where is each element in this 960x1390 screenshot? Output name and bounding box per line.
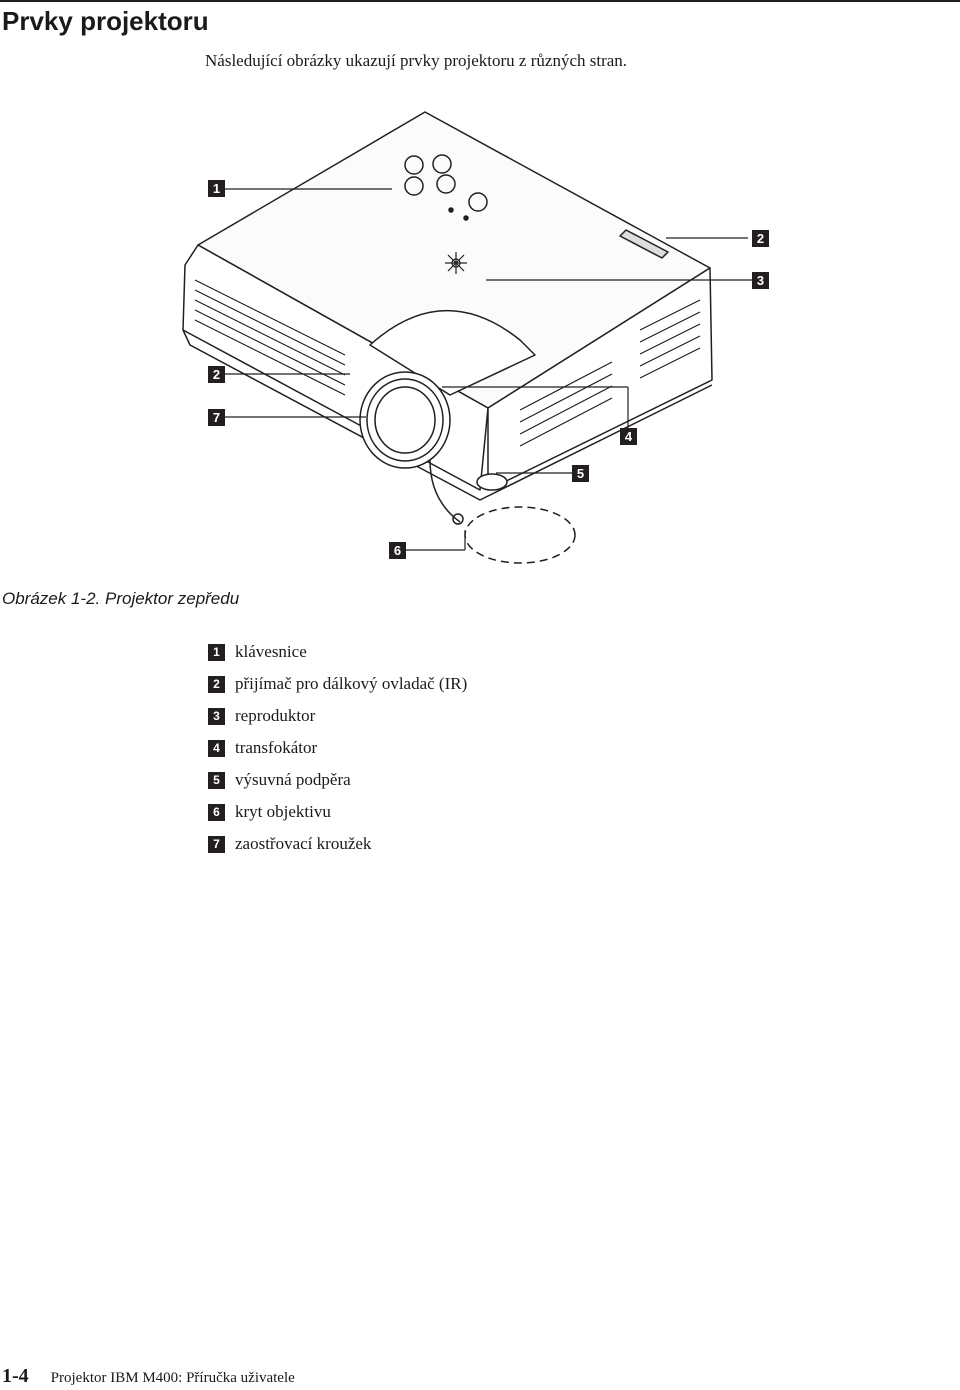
intro-paragraph: Následující obrázky ukazují prvky projek… [205,51,628,70]
legend-text: kryt objektivu [235,802,331,821]
legend-number: 7 [208,835,225,853]
callout-3: 3 [752,272,769,289]
legend-number: 3 [208,707,225,725]
legend-item: 3 reproduktor [208,700,467,732]
legend-item: 6 kryt objektivu [208,796,467,828]
callout-2-front: 2 [208,366,225,383]
ir-receiver-icon [619,229,669,259]
legend-number: 6 [208,803,225,821]
svg-text:5: 5 [577,466,584,481]
legend-text: reproduktor [235,706,316,725]
left-vents-icon [194,279,346,396]
legend-text: klávesnice [235,642,307,661]
callout-7: 7 [208,409,225,426]
callout-1: 1 [208,180,225,197]
svg-text:7: 7 [213,410,220,425]
legend-item: 7 zaostřovací kroužek [208,828,467,860]
lens-barrel [369,309,536,396]
svg-text:2: 2 [757,231,764,246]
footer-text: Projektor IBM M400: Příručka uživatele [50,1370,295,1386]
right-vents-icon [639,299,701,379]
front-vents-icon [519,361,613,447]
top-rule [0,0,960,2]
svg-text:6: 6 [394,543,401,558]
legend-text: zaostřovací kroužek [235,834,372,853]
foot-icon [476,473,508,491]
callout-6: 6 [389,542,406,559]
keypad-icon [404,154,488,221]
page-footer: 1-4 Projektor IBM M400: Příručka uživate… [0,1365,295,1388]
callout-5: 5 [572,465,589,482]
callout-4: 4 [620,428,637,445]
legend-number: 5 [208,771,225,789]
lens-cap-icon [464,506,576,564]
page-number: 1-4 [2,1365,29,1387]
legend-text: transfokátor [235,738,318,757]
legend-item: 1 klávesnice [208,636,467,668]
svg-text:1: 1 [213,181,220,196]
legend-number: 4 [208,739,225,757]
callout-2-ir: 2 [752,230,769,247]
svg-text:3: 3 [757,273,764,288]
focus-ring-icon [366,378,444,462]
page-title: Prvky projektoru [2,6,209,36]
legend-list: 1 klávesnice 2 přijímač pro dálkový ovla… [208,636,467,860]
legend-item: 5 výsuvná podpěra [208,764,467,796]
legend-number: 1 [208,643,225,661]
legend-number: 2 [208,675,225,693]
figure-caption: Obrázek 1-2. Projektor zepředu [2,589,240,608]
legend-item: 4 transfokátor [208,732,467,764]
speaker-icon [445,252,467,274]
legend-text: přijímač pro dálkový ovladač (IR) [235,674,468,693]
legend-text: výsuvná podpěra [235,770,351,789]
projector-illustration: 1 2 3 2 7 4 5 6 [182,111,769,564]
svg-text:2: 2 [213,367,220,382]
svg-text:4: 4 [625,429,633,444]
legend-item: 2 přijímač pro dálkový ovladač (IR) [208,668,467,700]
